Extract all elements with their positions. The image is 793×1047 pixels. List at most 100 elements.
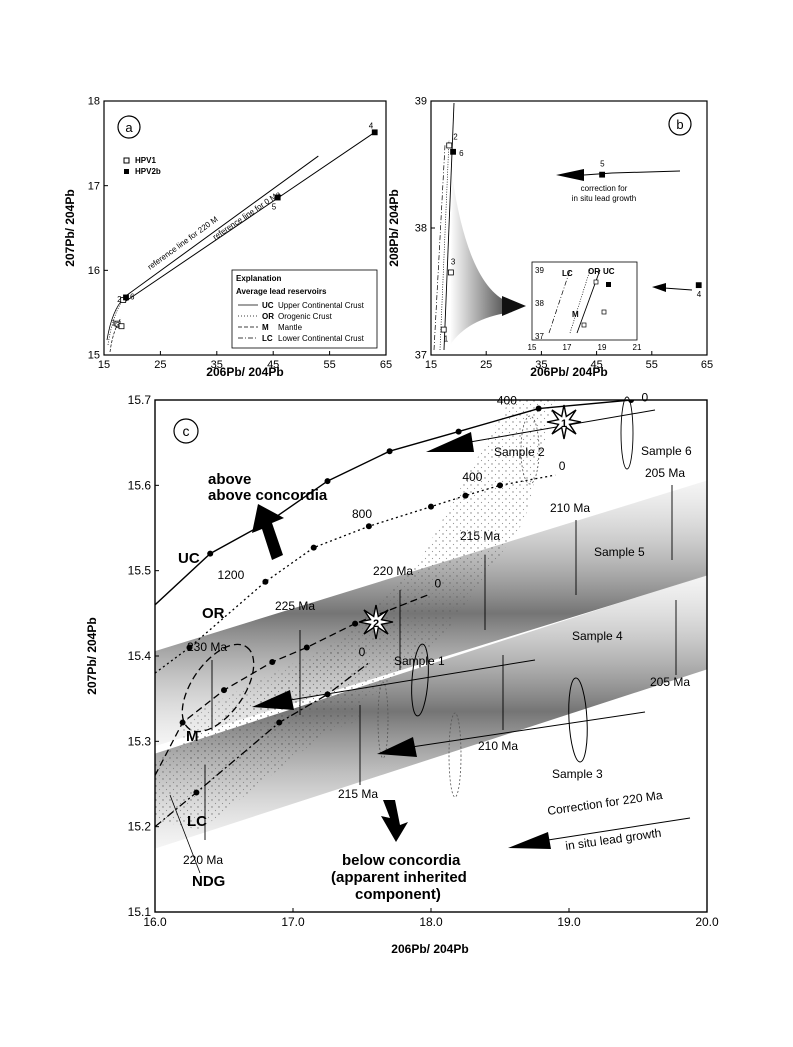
x-tick-label: 20.0 xyxy=(695,915,719,929)
panel-b-zoom-fan xyxy=(450,175,512,345)
curve-label-lc: LC xyxy=(187,813,207,830)
y-tick-label: 37 xyxy=(415,350,427,362)
panel-b-xlabel: 206Pb/ 204Pb xyxy=(530,365,607,379)
data-point xyxy=(440,326,447,333)
exp-uc-code: UC xyxy=(262,301,274,310)
y-tick-label: 16 xyxy=(88,265,100,277)
x-tick-label: 18.0 xyxy=(419,915,443,929)
x-tick-label: 15 xyxy=(425,359,437,371)
inset-y-tick: 39 xyxy=(535,266,544,275)
inset-y-tick: 38 xyxy=(535,299,544,308)
y-tick-label: 15.1 xyxy=(128,905,152,919)
curve-point xyxy=(497,482,503,489)
curve-point xyxy=(303,644,310,651)
data-point-label: 5 xyxy=(272,203,277,212)
reference-line-label: reference line for 220 M xyxy=(146,214,220,271)
panel-b-uc-line xyxy=(443,102,455,351)
sample-6-ellipse xyxy=(620,396,634,470)
x-tick-label: 55 xyxy=(323,359,335,371)
age-tick-lines xyxy=(204,485,677,840)
curve-point xyxy=(262,578,269,585)
sample-label: Sample 2 xyxy=(494,445,545,459)
exp-or-name: Orogenic Crust xyxy=(278,312,333,321)
curve-point xyxy=(269,658,276,665)
curve-point xyxy=(207,550,214,557)
panel-a-m-curve xyxy=(109,317,122,353)
panel-b-label-badge xyxy=(668,112,692,136)
curve-point xyxy=(324,478,331,485)
data-point-label: 6 xyxy=(459,149,464,158)
exp-uc-name: Upper Continental Crust xyxy=(278,301,365,310)
curve-tick-label: 400 xyxy=(497,393,517,407)
inset-point xyxy=(593,279,599,285)
panel-c-xlabel: 206Pb/ 204Pb xyxy=(391,942,468,956)
curve-tick-label: 0 xyxy=(435,577,442,591)
data-point-label: 2 xyxy=(453,132,458,141)
panel-b-label: b xyxy=(676,117,683,132)
exp-lc-name: Lower Continental Crust xyxy=(278,334,365,343)
curve-point xyxy=(462,492,469,499)
ndg-ellipse xyxy=(181,643,255,733)
data-point xyxy=(446,142,453,149)
curve-point xyxy=(324,691,331,698)
above-concordia-text-1: above xyxy=(208,471,251,488)
data-point xyxy=(447,269,454,276)
sample-label: Sample 4 xyxy=(572,629,623,643)
curve-point xyxy=(186,644,193,651)
data-point xyxy=(450,148,456,155)
inset-lc-label: LC xyxy=(562,269,573,278)
reference-band xyxy=(155,574,707,849)
inset-lc-line xyxy=(548,269,571,334)
data-point-label: 1 xyxy=(112,319,117,328)
curve-label-uc: UC xyxy=(178,550,200,567)
data-point-label: 2 xyxy=(117,295,122,304)
sample-ellipse-dotted xyxy=(377,681,389,759)
curve-label-m: M xyxy=(186,728,199,745)
data-point xyxy=(599,171,606,178)
explanation-subtitle: Average lead reservoirs xyxy=(236,287,327,296)
reference-line xyxy=(123,131,376,303)
data-point xyxy=(274,194,281,201)
below-concordia-text-3: component) xyxy=(355,886,441,903)
legend-hpv2b-marker xyxy=(124,169,129,174)
x-tick-label: 65 xyxy=(701,359,713,371)
legend-hpv1-label: HPV1 xyxy=(135,156,156,165)
inset-or-label: OR xyxy=(588,267,600,276)
panel-c-label: c xyxy=(183,423,190,439)
sample-ellipse-dotted xyxy=(448,712,462,798)
curve-lc xyxy=(155,662,370,828)
x-tick-label: 45 xyxy=(590,359,602,371)
data-point xyxy=(118,323,125,330)
y-tick-label: 15.5 xyxy=(128,564,152,578)
data-point-label: 4 xyxy=(369,121,374,130)
ndg-label: NDG xyxy=(192,873,225,890)
correction-text-1: correction for xyxy=(581,184,628,193)
inset-point xyxy=(601,309,607,315)
curve-point xyxy=(352,620,359,627)
legend-hpv2b-label: HPV2b xyxy=(135,167,161,176)
star-1-label: 1 xyxy=(561,418,567,430)
reference-line-label: reference line for 0 Ma xyxy=(211,189,283,242)
y-tick-label: 15.2 xyxy=(128,820,152,834)
data-point xyxy=(695,282,702,289)
panel-a-label-badge xyxy=(117,115,141,139)
data-point-label: 1 xyxy=(444,335,449,344)
inset-or-line xyxy=(569,269,591,334)
inset-y-tick: 37 xyxy=(535,332,544,341)
age-label: 220 Ma xyxy=(373,564,413,578)
age-label: 210 Ma xyxy=(478,739,518,753)
correction-arrow-head xyxy=(556,169,584,181)
y-tick-label: 18 xyxy=(88,96,100,108)
curve-point xyxy=(428,503,434,510)
age-label: 230 Ma xyxy=(187,640,227,654)
age-label: 220 Ma xyxy=(183,853,223,867)
x-tick-label: 55 xyxy=(646,359,658,371)
x-tick-label: 19.0 xyxy=(557,915,581,929)
